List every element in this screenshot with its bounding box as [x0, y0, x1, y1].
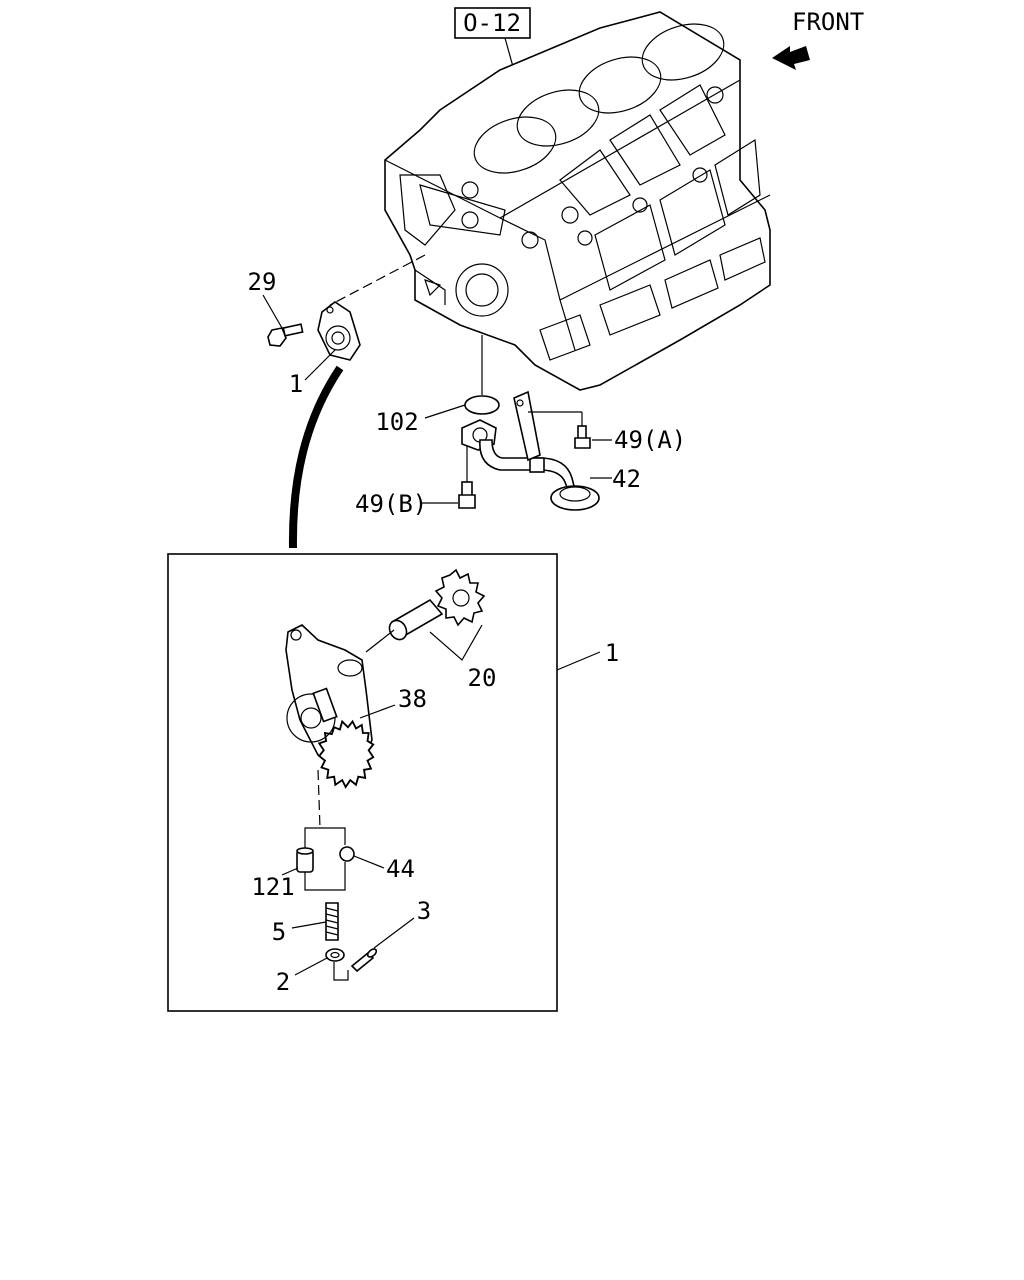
front-arrow-icon — [772, 46, 810, 70]
leader-1-detail — [556, 651, 601, 671]
washer-2[interactable] — [325, 948, 345, 962]
oil-pump-small[interactable] — [317, 301, 361, 361]
leader-29 — [262, 294, 283, 329]
front-label: FRONT — [792, 8, 864, 36]
callout-102: 102 — [375, 408, 418, 436]
callout-1-top: 1 — [289, 370, 303, 398]
ball-44[interactable] — [339, 846, 355, 862]
bolt-49b[interactable] — [458, 481, 476, 509]
reference-label: O-12 — [463, 9, 521, 37]
pump-body-38[interactable] — [285, 624, 375, 789]
leader-121 — [281, 867, 299, 876]
shaft-gear-20[interactable] — [386, 568, 486, 643]
relief-dash-leader — [317, 769, 321, 829]
callout-29: 29 — [248, 268, 277, 296]
callout-3: 3 — [417, 897, 431, 925]
o-ring-102[interactable] — [464, 395, 500, 415]
oil-strainer-42[interactable] — [461, 390, 600, 511]
leader-38 — [359, 704, 396, 719]
leader-102 — [424, 404, 466, 419]
plug-121[interactable] — [296, 847, 314, 873]
callout-121: 121 — [251, 873, 294, 901]
pin-3[interactable] — [350, 947, 378, 973]
callout-1-detail: 1 — [605, 639, 619, 667]
callout-20: 20 — [468, 664, 497, 692]
leader-5 — [291, 921, 327, 929]
callout-2: 2 — [276, 968, 290, 996]
callout-38: 38 — [398, 685, 427, 713]
callout-44: 44 — [386, 855, 415, 883]
detail-box — [167, 553, 558, 1012]
leader-2 — [294, 957, 328, 976]
callout-42: 42 — [612, 465, 641, 493]
leader-20 — [429, 624, 483, 661]
leader-3 — [373, 917, 415, 949]
callout-49b: 49(B) — [355, 490, 427, 518]
callout-5: 5 — [272, 918, 286, 946]
bolt-29[interactable] — [267, 323, 304, 347]
leader-1-top — [304, 349, 336, 381]
detail-connector — [288, 365, 344, 549]
leader-44 — [353, 855, 385, 869]
spring-5[interactable] — [325, 902, 339, 941]
callout-49a: 49(A) — [614, 426, 686, 454]
reference-box[interactable]: O-12 — [454, 7, 531, 39]
block-dash-leader — [329, 254, 426, 306]
cylinder-block — [384, 11, 771, 391]
bolt-49a[interactable] — [574, 425, 591, 449]
